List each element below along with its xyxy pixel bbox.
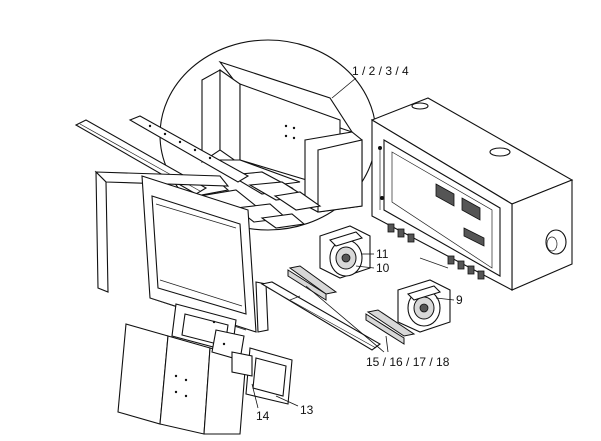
baffle-plates — [287, 265, 416, 345]
firebox-housing — [370, 97, 574, 291]
callout-labels: 1 / 2 / 3 / 4 11 10 9 15 / 16 / 17 / 18 … — [256, 64, 463, 423]
fan-lower — [397, 279, 451, 333]
callout-15-16-17-18: 15 / 16 / 17 / 18 — [366, 355, 450, 369]
housing-vents — [387, 223, 485, 280]
glass-door-frame — [141, 175, 269, 333]
door-outer-frame — [94, 170, 230, 293]
callout-9: 9 — [456, 293, 463, 307]
leader-lines — [251, 77, 455, 409]
callout-13: 13 — [300, 403, 314, 417]
lower-panel-set — [117, 303, 293, 435]
callout-14: 14 — [256, 409, 270, 423]
callout-11: 11 — [376, 247, 389, 261]
firebox-liner-set — [201, 60, 363, 213]
callout-10: 10 — [376, 261, 390, 275]
air-slider-bar — [260, 281, 381, 351]
fan-upper — [319, 225, 371, 279]
callout-1-2-3-4: 1 / 2 / 3 / 4 — [352, 64, 409, 78]
